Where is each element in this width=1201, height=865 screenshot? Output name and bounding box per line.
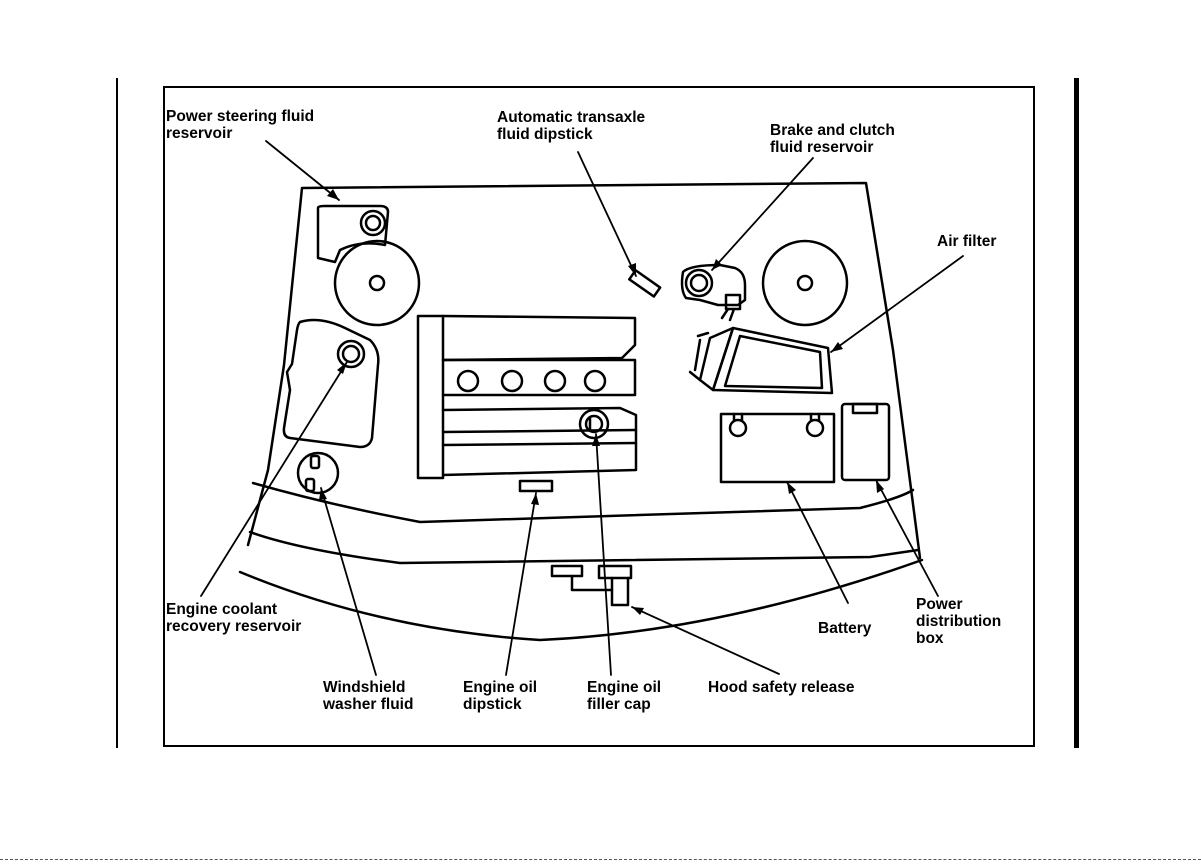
leader-arrowheads — [319, 189, 884, 615]
power-distribution-box — [842, 404, 889, 480]
coolant-reservoir — [284, 320, 378, 447]
front-bumper-middle — [250, 532, 918, 563]
label-transaxle-dipstick: Automatic transaxle fluid dipstick — [497, 109, 645, 143]
leader-transaxle — [578, 152, 636, 276]
front-bumper-upper — [253, 483, 913, 522]
transaxle-dipstick-handle — [629, 270, 660, 296]
battery-box — [721, 414, 834, 482]
leader-coolant — [201, 362, 347, 596]
label-power-distribution: Power distribution box — [916, 596, 1001, 647]
washer-fluid-cap — [298, 453, 338, 493]
power-steering-pulley — [335, 241, 419, 325]
oil-filler-cap — [580, 410, 608, 438]
leader-washer — [321, 488, 376, 675]
label-hood-release: Hood safety release — [708, 679, 854, 696]
arrow-battery — [787, 482, 796, 494]
arrow-oil-filler — [592, 434, 600, 446]
leader-air-filter — [831, 256, 963, 352]
label-brake-clutch: Brake and clutch fluid reservoir — [770, 122, 895, 156]
arrow-hood-release — [632, 607, 644, 615]
label-air-filter: Air filter — [937, 233, 996, 250]
right-pulley — [763, 241, 847, 325]
leader-hood-release — [632, 607, 779, 674]
label-engine-oil-dipstick: Engine oil dipstick — [463, 679, 537, 713]
label-engine-oil-filler: Engine oil filler cap — [587, 679, 661, 713]
leader-power-distribution — [876, 480, 938, 596]
arrow-washer — [319, 488, 327, 500]
label-windshield-washer: Windshield washer fluid — [323, 679, 413, 713]
compartment-outline — [248, 183, 920, 558]
brake-clutch-reservoir — [682, 265, 745, 320]
label-engine-coolant: Engine coolant recovery reservoir — [166, 601, 301, 635]
hood-release-latch — [552, 566, 631, 605]
air-filter-housing — [690, 328, 832, 393]
label-battery: Battery — [818, 620, 871, 637]
leader-battery — [787, 482, 848, 603]
power-steering-reservoir — [318, 206, 388, 262]
leader-brake-clutch — [712, 158, 813, 270]
engine-block — [418, 316, 636, 478]
label-power-steering: Power steering fluid reservoir — [166, 108, 314, 142]
oil-dipstick-handle — [520, 481, 552, 491]
